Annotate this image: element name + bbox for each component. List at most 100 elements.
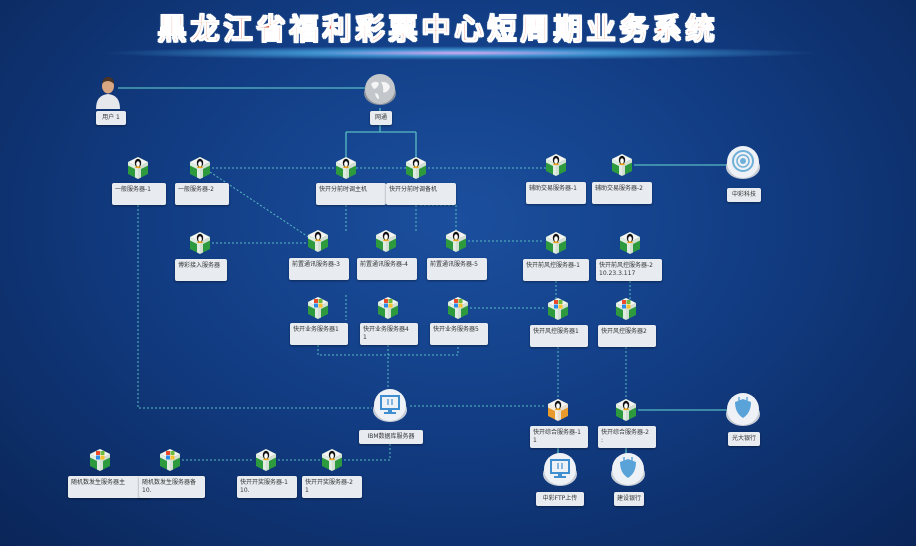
linux-server-icon[interactable] [546, 398, 570, 426]
link [182, 440, 391, 461]
linux-server-icon[interactable] [334, 156, 358, 184]
node-label-lottery-access[interactable]: 博彩接入服务器 [175, 259, 227, 281]
node-name: IBM数据库服务器 [367, 433, 415, 440]
linux-server-icon[interactable] [188, 231, 212, 259]
node-name: 快开业务服务器1 [293, 326, 339, 333]
node-name: 快开分前时调备机 [389, 186, 438, 193]
satellite-dish-icon[interactable] [725, 145, 761, 185]
node-label-sched-main[interactable]: 快开分前时调主机 [316, 183, 386, 205]
node-name: 中彩FTP上传 [542, 495, 578, 502]
node-label-aux1[interactable]: 辅助交易服务器-1 [526, 182, 586, 204]
node-label-user1[interactable]: 用户 1 [96, 111, 126, 125]
node-name: 前置通讯服务器-4 [360, 261, 408, 268]
globe-router-icon[interactable] [363, 74, 397, 110]
windows-server-icon[interactable] [614, 297, 638, 325]
windows-server-icon[interactable] [306, 296, 330, 324]
node-address: 1 [305, 487, 309, 494]
node-label-biz5[interactable]: 快开业务服务器5 [430, 323, 488, 345]
node-label-front3[interactable]: 前置通讯服务器-3 [289, 258, 349, 280]
node-label-ftp[interactable]: 中彩FTP上传 [536, 492, 584, 506]
linux-server-icon[interactable] [254, 448, 278, 476]
linux-server-icon[interactable] [444, 229, 468, 257]
linux-server-icon[interactable] [618, 231, 642, 259]
node-label-internet[interactable]: 网通 [370, 111, 392, 125]
node-address: 10. [142, 487, 152, 494]
node-label-sched-backup[interactable]: 快开分前时调备机 [386, 183, 456, 205]
link [317, 345, 459, 390]
node-name: 快开综合服务器-2 [601, 429, 649, 436]
node-name: 中彩科技 [731, 191, 756, 198]
node-label-guangda[interactable]: 光大银行 [728, 432, 760, 446]
linux-server-icon[interactable] [306, 229, 330, 257]
node-name: 快开分前时调主机 [319, 186, 368, 193]
node-name: 光大银行 [731, 435, 756, 442]
node-label-combo2[interactable]: 快开综合服务器-2: [598, 426, 656, 448]
bank-shield-icon[interactable] [725, 392, 761, 432]
node-label-biz1[interactable]: 快开业务服务器1 [290, 323, 348, 345]
node-name: 快开风控服务器2 [601, 328, 647, 335]
node-name: 一般服务器-2 [178, 186, 214, 193]
node-name: 快开前风控服务器-1 [526, 262, 580, 269]
node-label-front4[interactable]: 前置通讯服务器-4 [357, 258, 417, 280]
monitor-icon[interactable] [542, 452, 578, 492]
node-label-risk1[interactable]: 快开风控服务器1 [530, 325, 588, 347]
node-name: 前置通讯服务器-3 [292, 261, 340, 268]
linux-server-icon[interactable] [544, 231, 568, 259]
node-name: 用户 1 [102, 114, 120, 121]
node-label-ibm-db[interactable]: IBM数据库服务器 [359, 430, 423, 444]
node-name: 建设银行 [617, 495, 642, 502]
node-label-zhongcai[interactable]: 中彩科技 [727, 188, 761, 202]
windows-server-icon[interactable] [158, 448, 182, 476]
windows-server-icon[interactable] [546, 297, 570, 325]
node-name: 快开开奖服务器-2 [305, 479, 353, 486]
windows-server-icon[interactable] [88, 448, 112, 476]
node-name: 随机数发生服务器备 [142, 479, 197, 486]
bank-shield-icon[interactable] [610, 452, 646, 492]
node-label-gen2[interactable]: 一般服务器-2 [175, 183, 229, 205]
node-label-front5[interactable]: 前置通讯服务器-5 [427, 258, 487, 280]
node-label-prerisk1[interactable]: 快开前风控服务器-1 [523, 259, 589, 281]
node-label-gen1[interactable]: 一般服务器-1 [112, 183, 166, 205]
node-name: 博彩接入服务器 [178, 262, 221, 269]
linux-server-icon[interactable] [614, 398, 638, 426]
node-name: 快开业务服务器5 [433, 326, 479, 333]
node-label-risk2[interactable]: 快开风控服务器2 [598, 325, 656, 347]
node-name: 前置通讯服务器-5 [430, 261, 478, 268]
linux-server-icon[interactable] [126, 156, 150, 184]
node-label-jianshe[interactable]: 建设银行 [614, 492, 644, 506]
link [420, 204, 457, 233]
user-icon[interactable] [93, 75, 123, 113]
linux-server-icon[interactable] [404, 156, 428, 184]
monitor-icon[interactable] [372, 388, 408, 428]
node-name: 快开前风控服务器-2 [599, 262, 653, 269]
linux-server-icon[interactable] [610, 153, 634, 181]
link [137, 205, 372, 409]
windows-server-icon[interactable] [376, 296, 400, 324]
linux-server-icon[interactable] [374, 229, 398, 257]
node-address: 1 [533, 437, 537, 444]
linux-server-icon[interactable] [320, 448, 344, 476]
node-name: 快开风控服务器1 [533, 328, 579, 335]
node-address: 10.23.3.117 [599, 270, 636, 277]
node-name: 辅助交易服务器-2 [595, 185, 643, 192]
link [209, 171, 311, 239]
node-name: 一般服务器-1 [115, 186, 151, 193]
node-name: 随机数发生服务器主 [71, 479, 126, 486]
linux-server-icon[interactable] [188, 156, 212, 184]
node-address: 10. [240, 487, 250, 494]
node-name: 快开开奖服务器-1 [240, 479, 288, 486]
linux-server-icon[interactable] [544, 153, 568, 181]
windows-server-icon[interactable] [446, 296, 470, 324]
node-label-aux2[interactable]: 辅助交易服务器-2 [592, 182, 652, 204]
node-name: 快开业务服务器4 [363, 326, 409, 333]
node-label-rng-main[interactable]: 随机数发生服务器主 [68, 476, 150, 498]
node-name: 辅助交易服务器-1 [529, 185, 577, 192]
node-name: 网通 [374, 114, 387, 121]
